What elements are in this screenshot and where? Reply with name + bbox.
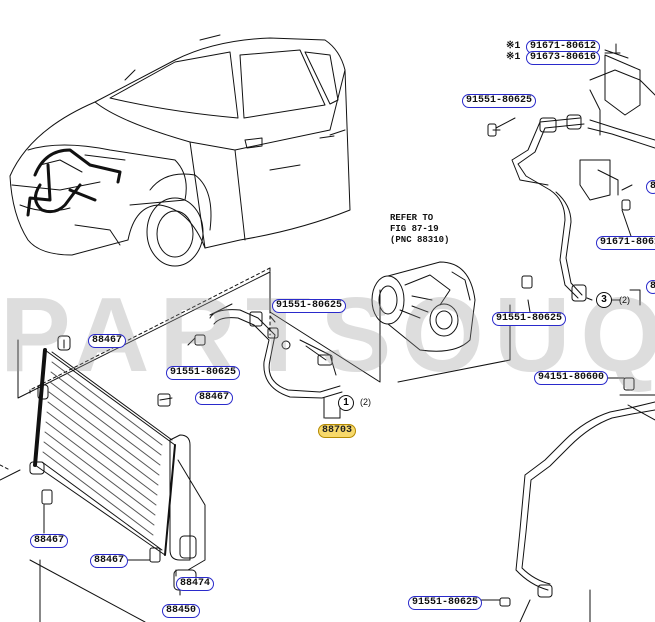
- vehicle-illustration: [9, 34, 351, 267]
- part-label-91551-80625[interactable]: 91551-80625: [492, 312, 567, 326]
- refer-note-line3: (PNC 88310): [390, 235, 450, 245]
- callout-circle-3: 3: [596, 292, 612, 308]
- callout-circle-1: 1: [338, 395, 354, 411]
- liquid-pipe: [194, 275, 655, 607]
- footnote-mark: ※1: [506, 52, 521, 63]
- receiver-dryer: [169, 434, 206, 591]
- refer-note-line1: REFER TO: [390, 213, 434, 223]
- part-label-partial[interactable]: 8: [646, 180, 655, 194]
- compressor: [371, 261, 476, 352]
- part-label-88450[interactable]: 88450: [162, 604, 201, 618]
- part-label-91551-80625[interactable]: 91551-80625: [408, 596, 483, 610]
- part-label-91671-8061[interactable]: 91671-8061: [596, 236, 655, 250]
- part-label-94151-80600[interactable]: 94151-80600: [534, 371, 609, 385]
- footnote-mark: ※1: [506, 41, 521, 52]
- part-label-partial[interactable]: 8: [646, 280, 655, 294]
- part-label-91673-80616[interactable]: 91673-80616: [526, 51, 601, 65]
- discharge-hose: [209, 309, 353, 419]
- part-label-91551-80625[interactable]: 91551-80625: [462, 94, 537, 108]
- quantity-note: (2): [360, 397, 371, 407]
- quantity-note: (2): [619, 295, 630, 305]
- part-label-88474[interactable]: 88474: [176, 577, 215, 591]
- part-label-91551-80625[interactable]: 91551-80625: [272, 299, 347, 313]
- refer-note-line2: FIG 87-19: [390, 224, 439, 234]
- part-label-88467[interactable]: 88467: [88, 334, 127, 348]
- part-label-88467[interactable]: 88467: [30, 534, 69, 548]
- part-label-88467[interactable]: 88467: [90, 554, 129, 568]
- part-label-91551-80625[interactable]: 91551-80625: [166, 366, 241, 380]
- part-label-88467[interactable]: 88467: [195, 391, 234, 405]
- suction-pipe: [487, 43, 655, 302]
- part-label-88703[interactable]: 88703: [318, 424, 357, 438]
- condenser: [29, 335, 176, 563]
